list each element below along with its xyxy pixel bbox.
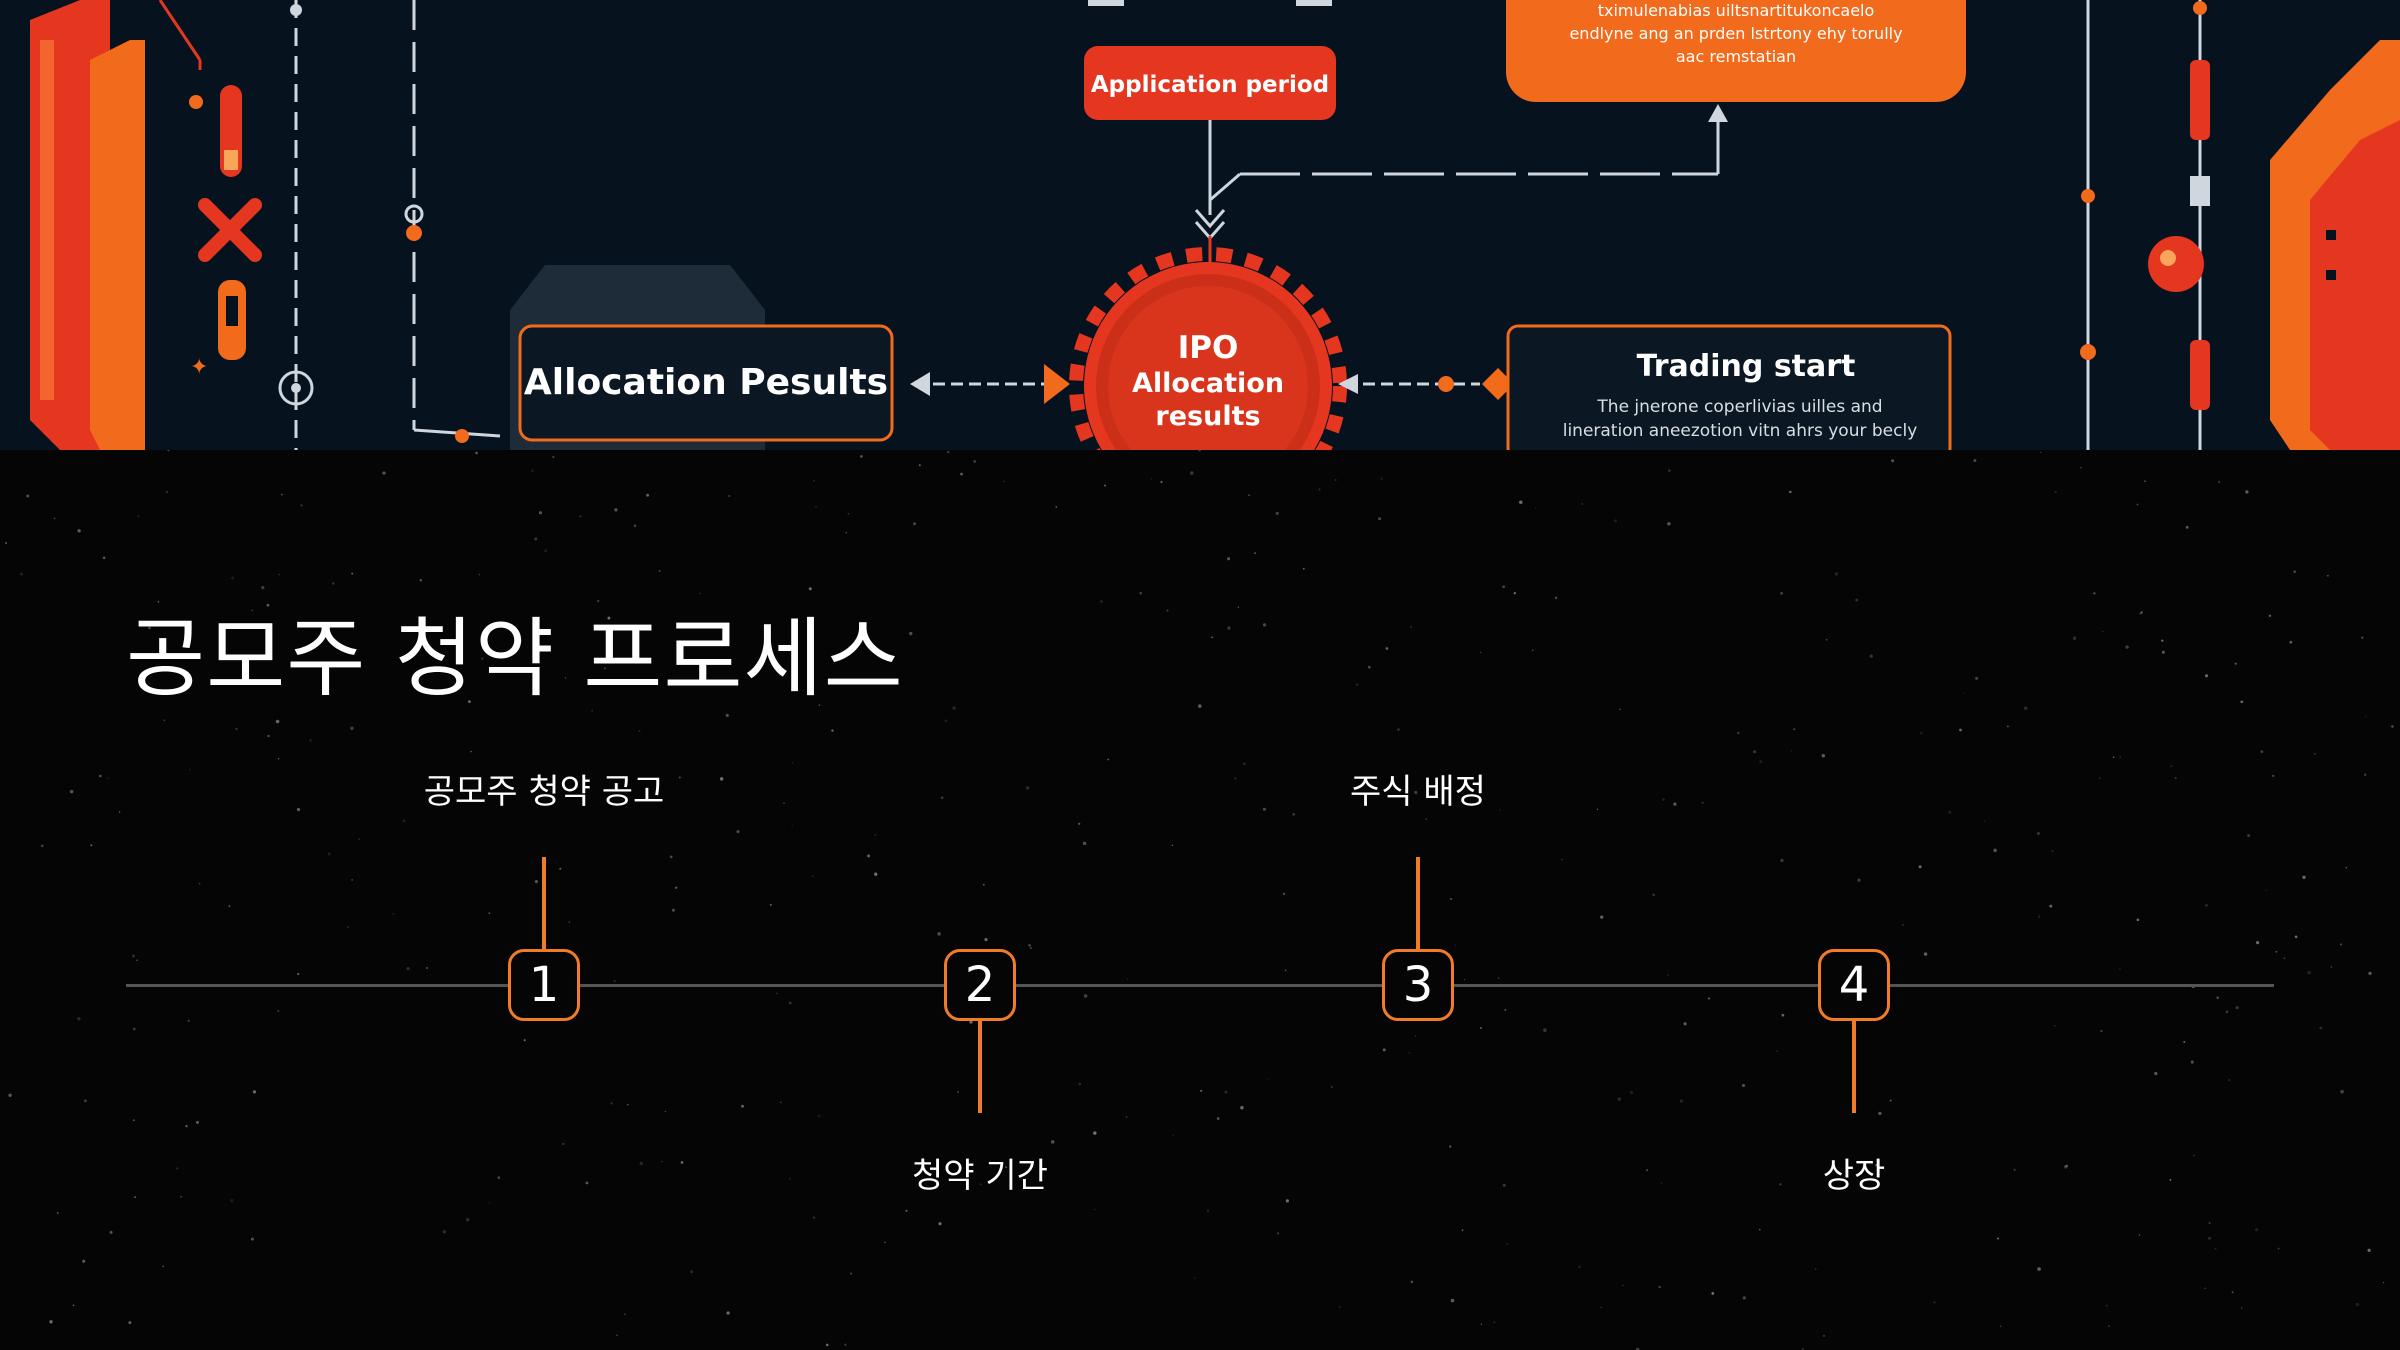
slide-title: 공모주 청약 프로세스 — [126, 609, 904, 709]
timeline-line — [126, 984, 2274, 987]
right-decoration — [2080, 0, 2400, 450]
left-decoration: ✦ — [30, 0, 314, 450]
svg-text:✦: ✦ — [190, 355, 208, 380]
top-box-line2: endlyne ang an prden lstrtony ehy torull… — [1569, 24, 1902, 43]
allocation-results-label: Allocation Pesults — [524, 362, 888, 403]
application-period-pill — [1084, 46, 1336, 120]
step-3-connector — [1416, 857, 1420, 951]
top-box-line1: tximulenabias uiltsnartitukoncaelo — [1598, 1, 1875, 20]
ipo-label-line3: results — [1155, 401, 1260, 432]
trading-arrow — [1338, 368, 1514, 400]
step-3-number-badge: 3 — [1382, 949, 1454, 1021]
ipo-label-line2: Allocation — [1132, 368, 1284, 399]
left-connector — [404, 0, 501, 443]
top-box-line3: aac remstatian — [1676, 47, 1796, 66]
step-4-number-badge: 4 — [1818, 949, 1890, 1021]
trading-start-box — [1506, 324, 1952, 450]
hero-illustration: ✦ Allocation Pesults — [0, 0, 2400, 450]
starfield-background — [4, 450, 2394, 1350]
step-1-number-badge: 1 — [508, 949, 580, 1021]
process-slide: 공모주 청약 프로세스 공모주 청약 공고 1 2 청약 기간 주식 배정 3 … — [0, 450, 2400, 1350]
step-1-label: 공모주 청약 공고 — [423, 772, 665, 812]
application-period-label: Application period — [1091, 72, 1329, 98]
allocation-results-box — [510, 265, 894, 450]
step-1-connector — [542, 857, 546, 951]
ipo-gear — [1069, 247, 1347, 450]
trading-start-title: Trading start — [1637, 349, 1856, 384]
step-2-connector — [978, 1019, 982, 1113]
top-info-box — [1506, 0, 1966, 102]
allocation-arrow — [910, 364, 1070, 404]
step-2-label: 청약 기간 — [912, 1156, 1048, 1196]
step-2-number-badge: 2 — [944, 949, 1016, 1021]
center-connectors — [1194, 104, 1728, 266]
trading-start-desc-line2: lineration aneezotion vitn ahrs your bec… — [1563, 421, 1918, 441]
top-small-boxes — [1088, 0, 1332, 6]
step-4-connector — [1852, 1019, 1856, 1113]
ipo-flow-diagram: ✦ Allocation Pesults — [30, 0, 2400, 450]
step-4-label: 상장 — [1822, 1156, 1886, 1196]
ipo-label-line1: IPO — [1178, 330, 1239, 366]
step-3-label: 주식 배정 — [1350, 772, 1486, 812]
trading-start-desc-line1: The jnerone coperlivias uilles and — [1596, 397, 1882, 417]
